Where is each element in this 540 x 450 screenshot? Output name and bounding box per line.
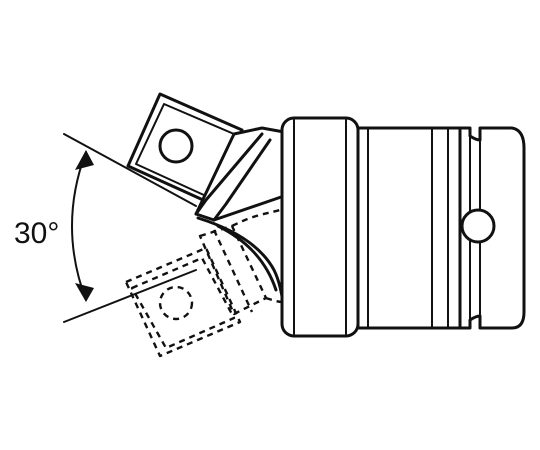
lower-extension-line bbox=[63, 269, 197, 323]
upper-extension-line bbox=[63, 133, 197, 207]
dashed-square-drive bbox=[124, 246, 242, 358]
angle-arc bbox=[71, 151, 87, 301]
arc-arrowhead-bottom-icon bbox=[75, 283, 94, 302]
yoke-neck bbox=[194, 126, 286, 310]
angle-label: 30° bbox=[14, 217, 60, 250]
socket-body bbox=[280, 116, 526, 338]
detent-ball-icon bbox=[158, 128, 194, 164]
dashed-square-drive-inner bbox=[130, 256, 236, 350]
dashed-detent-ball-icon bbox=[158, 285, 194, 321]
yoke-neck-edge bbox=[194, 132, 264, 216]
arc-arrowhead-top-icon bbox=[75, 150, 94, 170]
socket-cylinder bbox=[356, 126, 462, 330]
dashed-yoke-edge bbox=[212, 229, 254, 313]
dashed-yoke-bottom-curve bbox=[265, 296, 283, 304]
angle-dimension bbox=[63, 133, 197, 323]
yoke-neck-edge-inner bbox=[212, 138, 272, 222]
socket-pin-hole-shade bbox=[465, 209, 493, 219]
dashed-yoke-top-curve bbox=[231, 208, 281, 228]
yoke-swivel-curve-inner bbox=[216, 224, 278, 292]
